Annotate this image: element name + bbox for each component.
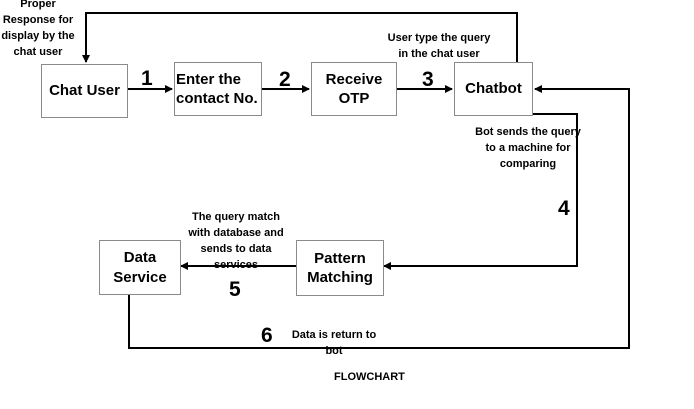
step-number-6: 6 <box>261 324 273 347</box>
step-number-4: 4 <box>558 197 570 220</box>
data-service-node: Data Service <box>99 240 181 295</box>
flowchart-caption: FLOWCHART <box>334 371 405 383</box>
enter-contact-node: Enter the contact No. <box>174 62 262 116</box>
chat-user-node: Chat User <box>41 64 128 118</box>
label-user-type-query: User type the query in the chat user <box>387 32 491 60</box>
pattern-matching-node: Pattern Matching <box>296 240 384 296</box>
arrow-response-loop <box>82 12 518 63</box>
step-number-3: 3 <box>422 68 434 91</box>
arrow-chatbot-to-pattern <box>383 113 578 270</box>
arrow-return-to-bot <box>128 85 630 349</box>
label-proper-response: Proper Response for display by the chat … <box>1 0 75 58</box>
label-data-return: Data is return to bot <box>291 329 377 357</box>
step-number-2: 2 <box>279 68 291 91</box>
chatbot-node: Chatbot <box>454 62 533 116</box>
label-bot-sends-query: Bot sends the query to a machine for com… <box>475 126 581 170</box>
receive-otp-node: Receive OTP <box>311 62 397 116</box>
step-number-5: 5 <box>229 278 241 301</box>
step-number-1: 1 <box>141 67 153 90</box>
label-query-match: The query match with database and sends … <box>188 211 284 271</box>
